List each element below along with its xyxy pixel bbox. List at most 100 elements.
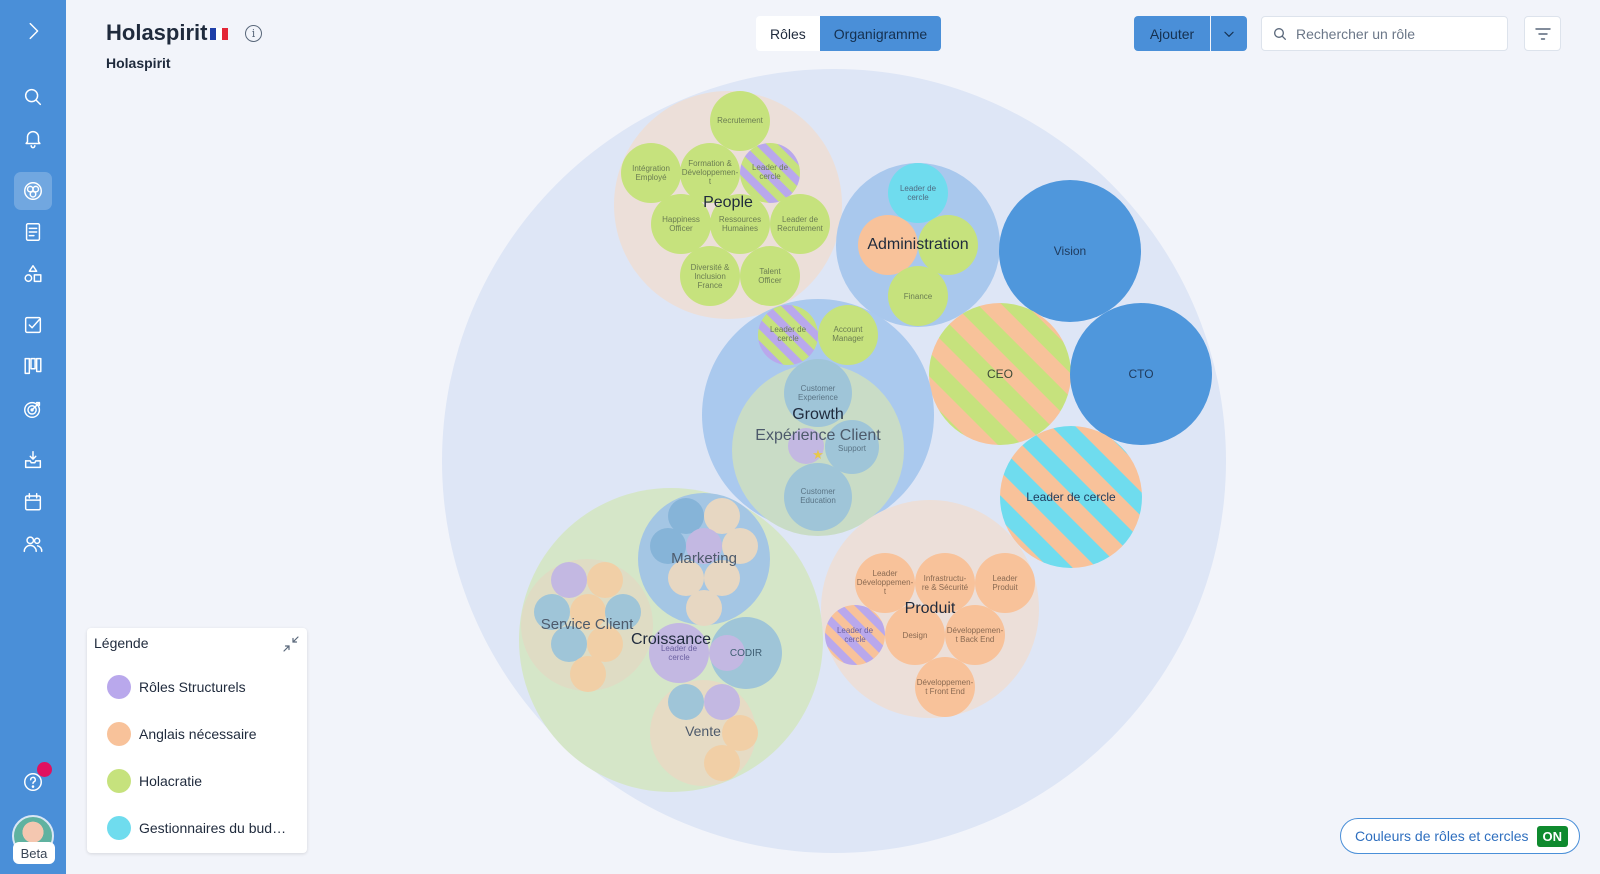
search-input[interactable] bbox=[1296, 25, 1496, 42]
role-customer-experience[interactable] bbox=[784, 359, 852, 427]
role-ceo[interactable]: CEO bbox=[929, 303, 1071, 445]
role-mk-site[interactable] bbox=[704, 498, 740, 534]
role-happiness[interactable] bbox=[651, 194, 711, 254]
role-leader-produit[interactable] bbox=[975, 553, 1035, 613]
help-button[interactable] bbox=[14, 763, 52, 801]
role-recrutement[interactable] bbox=[710, 91, 770, 151]
inbox-nav-button[interactable] bbox=[14, 441, 52, 479]
role-leader-dev[interactable] bbox=[855, 553, 915, 613]
add-dropdown-button[interactable] bbox=[1211, 16, 1247, 51]
goals-nav-button[interactable] bbox=[14, 390, 52, 428]
role-mk-marketing-digital[interactable] bbox=[650, 528, 686, 564]
role-cto[interactable]: CTO bbox=[1070, 303, 1212, 445]
role-vision[interactable]: Vision bbox=[999, 180, 1141, 322]
toggle-state-badge: ON bbox=[1536, 825, 1569, 847]
label-rh-1: Ressources bbox=[719, 215, 761, 224]
role-leader-experience[interactable] bbox=[788, 428, 824, 464]
label-formation-3: t bbox=[709, 177, 712, 186]
role-mk-creation[interactable] bbox=[704, 560, 740, 596]
help-notification-badge bbox=[37, 762, 52, 777]
role-leader-cercle-growth[interactable] bbox=[758, 305, 818, 365]
info-icon[interactable]: i bbox=[245, 25, 262, 42]
role-leader-de-cercle[interactable]: Leader de cercle bbox=[1000, 426, 1142, 568]
role-sc-leader[interactable] bbox=[551, 562, 587, 598]
notifications-button[interactable] bbox=[14, 119, 52, 157]
role-leader-recrutement[interactable] bbox=[770, 194, 830, 254]
label-diversite-2: Inclusion bbox=[694, 272, 726, 281]
role-mk-leader[interactable] bbox=[686, 528, 722, 564]
label-dev-back-2: t Back End bbox=[956, 635, 995, 644]
role-integration[interactable] bbox=[621, 143, 681, 203]
role-mk-design[interactable] bbox=[686, 590, 722, 626]
role-sc-integration[interactable] bbox=[534, 594, 570, 630]
expand-sidebar-button[interactable] bbox=[14, 12, 52, 50]
role-diversite[interactable] bbox=[680, 246, 740, 306]
role-rh[interactable] bbox=[710, 194, 770, 254]
role-admin-holacratie[interactable] bbox=[918, 215, 978, 275]
add-button[interactable]: Ajouter bbox=[1134, 16, 1210, 51]
organization-name: Holaspirit bbox=[106, 55, 171, 71]
role-colors-toggle[interactable]: Couleurs de rôles et cercles ON bbox=[1340, 818, 1580, 854]
role-finance[interactable] bbox=[888, 266, 948, 326]
role-sc-base[interactable] bbox=[587, 626, 623, 662]
tasks-nav-button[interactable] bbox=[14, 306, 52, 344]
role-croissance-leader[interactable] bbox=[649, 623, 709, 683]
role-sc-formation2[interactable] bbox=[570, 656, 606, 692]
shapes-nav-button[interactable] bbox=[14, 255, 52, 293]
boards-nav-button[interactable] bbox=[14, 347, 52, 385]
role-vente-leader-vente[interactable] bbox=[668, 684, 704, 720]
role-vente-dev-partners[interactable] bbox=[704, 745, 740, 781]
legend-item: Gestionnaires du budget bbox=[107, 815, 289, 841]
legend-panel: Légende Rôles Structurels Anglais nécess… bbox=[87, 628, 307, 853]
role-support[interactable] bbox=[825, 420, 879, 474]
search-nav-button[interactable] bbox=[14, 78, 52, 116]
role-vente-leader-cercle[interactable] bbox=[704, 684, 740, 720]
tab-organigramme[interactable]: Organigramme bbox=[819, 16, 942, 51]
role-dev-front[interactable] bbox=[915, 657, 975, 717]
role-dev-back[interactable] bbox=[945, 605, 1005, 665]
label-growth: Growth bbox=[792, 406, 844, 423]
circle-codir[interactable] bbox=[710, 617, 782, 689]
label-leader-cercle-admin-1: Leader de bbox=[900, 184, 937, 193]
role-codir-leader[interactable] bbox=[709, 635, 745, 671]
role-sc-succes[interactable] bbox=[587, 562, 623, 598]
chevron-down-icon bbox=[1224, 31, 1234, 37]
role-account-manager[interactable] bbox=[818, 305, 878, 365]
tab-roles[interactable]: Rôles bbox=[756, 16, 820, 51]
role-leader-cercle-admin[interactable] bbox=[888, 163, 948, 223]
role-leader-cercle-people[interactable] bbox=[740, 143, 800, 203]
role-mk-seo[interactable] bbox=[722, 528, 758, 564]
label-infrastructure-1: Infrastructu- bbox=[924, 574, 967, 583]
label-leader-cercle-people-1: Leader de bbox=[752, 163, 789, 172]
organigramme-nav-button[interactable] bbox=[14, 172, 52, 210]
role-sc-gestion[interactable] bbox=[605, 594, 641, 630]
role-admin-anglais[interactable] bbox=[858, 215, 918, 275]
role-sc-account[interactable] bbox=[551, 626, 587, 662]
label-leader-dev-3: t bbox=[884, 587, 887, 596]
calendar-nav-button[interactable] bbox=[14, 483, 52, 521]
document-icon bbox=[25, 223, 41, 241]
members-nav-button[interactable] bbox=[14, 525, 52, 563]
role-mk-account[interactable] bbox=[668, 560, 704, 596]
legend-item: Rôles Structurels bbox=[107, 674, 246, 700]
role-talent[interactable] bbox=[740, 246, 800, 306]
label-recrutement: Recrutement bbox=[717, 116, 764, 125]
label-leader-cercle-people-2: cercle bbox=[759, 172, 781, 181]
role-leader-cercle-produit[interactable] bbox=[825, 605, 885, 665]
chevron-right-icon bbox=[29, 22, 39, 40]
filter-button[interactable] bbox=[1524, 16, 1561, 51]
role-design[interactable] bbox=[885, 605, 945, 665]
role-infrastructure[interactable] bbox=[915, 553, 975, 613]
role-mk-ecommerce[interactable] bbox=[668, 498, 704, 534]
documents-nav-button[interactable] bbox=[14, 213, 52, 251]
role-customer-education[interactable] bbox=[784, 463, 852, 531]
role-formation[interactable] bbox=[680, 143, 740, 203]
role-vente-dev-business[interactable] bbox=[722, 715, 758, 751]
role-sc-formation[interactable] bbox=[570, 594, 606, 630]
collapse-icon[interactable] bbox=[283, 636, 299, 652]
